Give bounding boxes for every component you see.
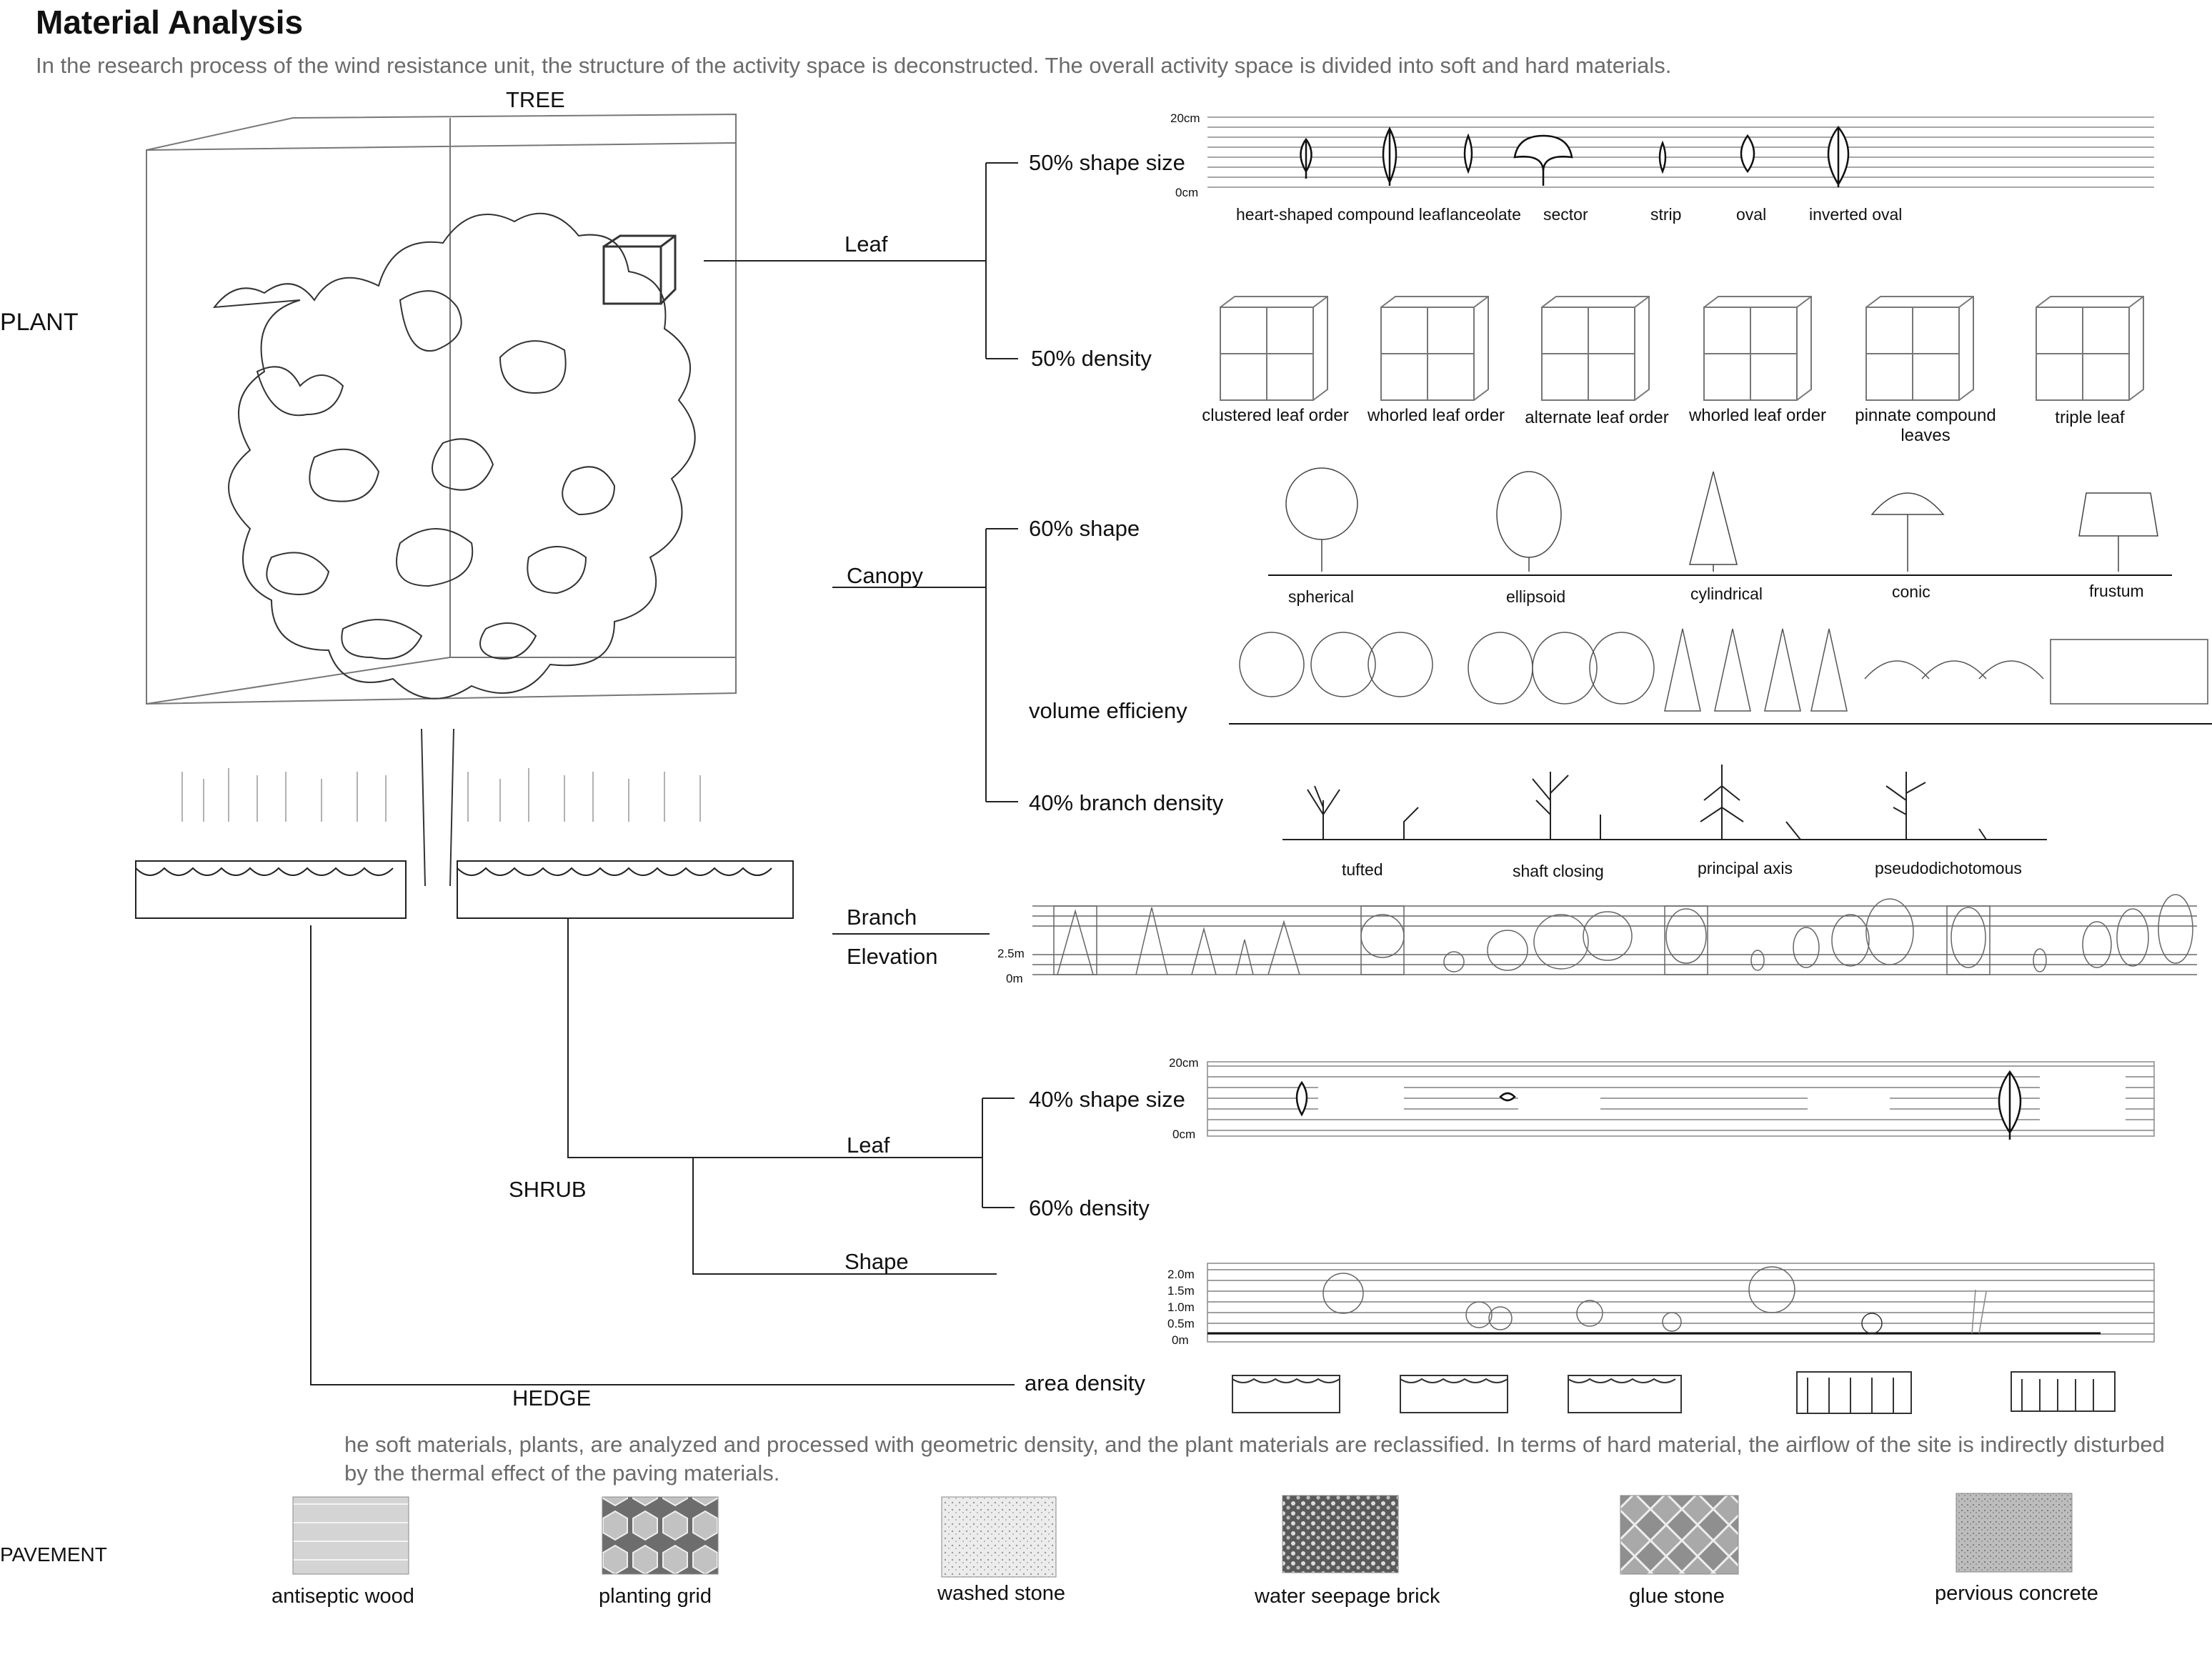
hedge-illustration [135, 860, 794, 919]
leaf-order-label: pinnate compound leaves [1855, 406, 1996, 445]
leaf-shape-label: compound leaf [1337, 205, 1445, 224]
branch-density-trees [1282, 765, 2047, 840]
shrub-scale-bottom: 0cm [1172, 1128, 1196, 1141]
leaf-density-cubes [1220, 296, 2144, 401]
leaf-shape-icons [1300, 125, 1850, 187]
shrub-leaf-density: 60% density [1029, 1195, 1150, 1220]
leaf-shape-label: strip [1650, 205, 1682, 224]
tree-canopy-outline [212, 212, 696, 887]
pavement-swatches [292, 1493, 2073, 1578]
antiseptic-wood-swatch [292, 1496, 409, 1575]
tree-leaf-label: Leaf [845, 232, 888, 257]
leaf-order-label: clustered leaf order [1202, 406, 1349, 425]
tree-label: TREE [506, 87, 565, 112]
tree-leaf-shape-size: 50% shape size [1029, 150, 1185, 175]
plant-label: PLANT [0, 309, 79, 336]
branch-type-label: tufted [1342, 860, 1383, 879]
shrub-illustration [181, 768, 701, 822]
leaf-shape-label: sector [1543, 205, 1588, 224]
leaf-shape-label: heart-shaped [1236, 205, 1333, 224]
page-title: Material Analysis [36, 4, 304, 41]
tree-connectors [704, 162, 1018, 935]
leaf-shape-scale [1207, 116, 2154, 188]
canopy-shape-label: ellipsoid [1506, 587, 1566, 606]
shrub-height-tick: 1.5m [1167, 1284, 1195, 1298]
shrub-scale-top: 20cm [1169, 1056, 1199, 1070]
pavement-item-label: antiseptic wood [271, 1585, 414, 1608]
shrub-height-tick: 0m [1172, 1333, 1189, 1347]
pavement-item-label: pervious concrete [1935, 1582, 2098, 1605]
shrub-shape-label: Shape [845, 1249, 909, 1274]
summary-text: he soft materials, plants, are analyzed … [344, 1432, 2165, 1486]
intro-text: In the research process of the wind resi… [36, 53, 1672, 78]
hedge-area-density: area density [1025, 1370, 1145, 1395]
pavement-item-label: planting grid [599, 1585, 712, 1608]
hedge-label: HEDGE [512, 1385, 592, 1410]
leaf-order-label: whorled leaf order [1367, 406, 1505, 425]
canopy-shape-trees [1268, 467, 2172, 576]
leaf-shape-label: oval [1736, 205, 1767, 224]
shrub-height-tick: 1.0m [1167, 1300, 1195, 1314]
leaf-order-label: triple leaf [2055, 408, 2125, 427]
canopy-label: Canopy [847, 563, 923, 588]
elevation-strip [840, 894, 2197, 975]
leaf-shape-label: lanceolate [1446, 205, 1521, 224]
shrub-connectors [567, 918, 1015, 1275]
shrub-leaf-shape-size: 40% shape size [1029, 1087, 1185, 1112]
canopy-shape-label: conic [1892, 582, 1930, 601]
water-seepage-brick-swatch [1282, 1495, 1399, 1573]
shrub-leaf-icons [1295, 1070, 2022, 1140]
shrub-shape-scale [1207, 1263, 2155, 1343]
washed-stone-swatch [941, 1496, 1057, 1578]
sample-cube [602, 234, 677, 305]
pervious-concrete-swatch [1956, 1493, 2073, 1573]
canopy-shape-label: cylindrical [1690, 584, 1763, 603]
tree-leaf-density: 50% density [1031, 346, 1152, 371]
canopy-shape: 60% shape [1029, 516, 1140, 541]
canopy-shape-label: frustum [2089, 582, 2144, 600]
planting-grid-swatch [602, 1496, 719, 1575]
tree-illustration [146, 113, 737, 705]
branch-type-label: pseudodichotomous [1875, 859, 2022, 877]
shrub-height-tick: 2.0m [1167, 1268, 1195, 1281]
pavement-item-label: washed stone [937, 1582, 1065, 1605]
hedge-connectors [310, 925, 1015, 1385]
leaf-order-label: alternate leaf order [1525, 408, 1669, 427]
leaf-order-label: whorled leaf order [1688, 406, 1827, 425]
shrub-leaf-scale [1207, 1061, 2155, 1137]
elevation-label: Elevation [847, 944, 938, 969]
shrub-leaf-label: Leaf [847, 1133, 890, 1158]
pavement-item-label: glue stone [1629, 1585, 1725, 1608]
leaf-scale-bottom: 0cm [1175, 186, 1199, 199]
shrub-height-tick: 0.5m [1167, 1317, 1195, 1330]
hedge-area-density-swatches [1232, 1371, 2116, 1414]
volume-efficiency-label: volume efficieny [1029, 698, 1187, 723]
glue-stone-swatch [1620, 1495, 1739, 1575]
elevation-scale-bottom: 0m [1006, 972, 1023, 985]
branch-type-label: principal axis [1698, 859, 1793, 877]
branch-type-label: shaft closing [1513, 862, 1604, 880]
canopy-shape-label: spherical [1288, 587, 1355, 606]
volume-efficiency-trees [1229, 628, 2212, 725]
shrub-label: SHRUB [509, 1177, 587, 1202]
branch-label: Branch [847, 905, 917, 930]
pavement-label: PAVEMENT [0, 1543, 107, 1566]
pavement-item-label: water seepage brick [1255, 1585, 1440, 1608]
leaf-shape-label: inverted oval [1809, 205, 1903, 224]
leaf-scale-top: 20cm [1170, 111, 1200, 125]
elevation-scale-top: 2.5m [997, 947, 1025, 960]
branch-density-label: 40% branch density [1029, 790, 1224, 815]
